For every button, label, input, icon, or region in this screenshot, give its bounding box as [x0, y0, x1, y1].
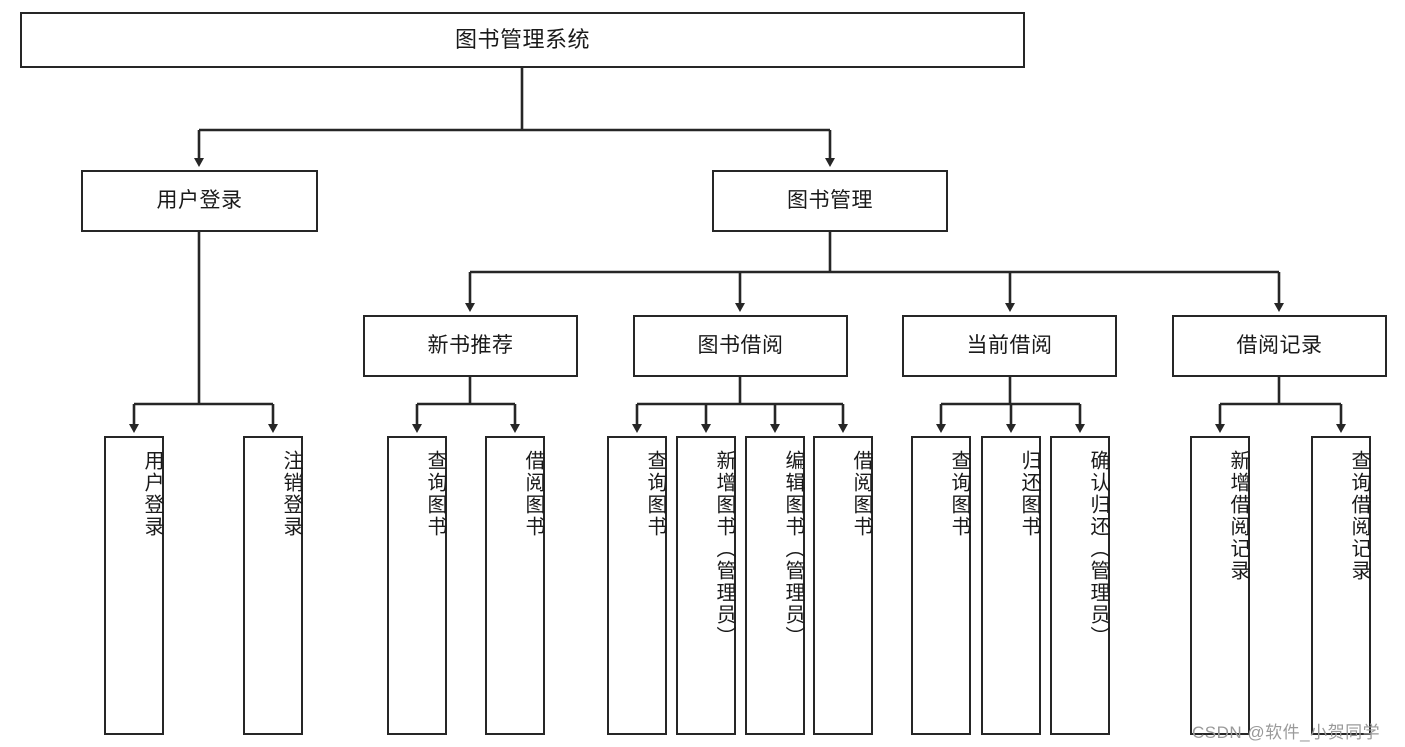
- node-label: 借阅记录: [1236, 334, 1323, 358]
- leaf-add-borrow-record[interactable]: 新增借阅记录: [1190, 436, 1250, 735]
- leaf-label: 查询图书: [644, 450, 666, 538]
- leaf-edit-book-admin[interactable]: 编辑图书（管理员）: [745, 436, 805, 735]
- node-book-borrow[interactable]: 图书借阅: [633, 315, 848, 377]
- leaf-add-book-admin[interactable]: 新增图书（管理员）: [676, 436, 736, 735]
- leaf-label: 新增借阅记录: [1227, 450, 1249, 582]
- node-user-login[interactable]: 用户登录: [81, 170, 318, 232]
- leaf-label: 新增图书（管理员）: [713, 450, 735, 648]
- leaf-label: 借阅图书: [522, 450, 544, 538]
- node-book-management[interactable]: 图书管理: [712, 170, 948, 232]
- node-current-borrow[interactable]: 当前借阅: [902, 315, 1117, 377]
- node-new-book-recommend[interactable]: 新书推荐: [363, 315, 578, 377]
- leaf-label: 借阅图书: [850, 450, 872, 538]
- leaf-label: 查询图书: [948, 450, 970, 538]
- node-label: 当前借阅: [966, 334, 1053, 358]
- leaf-query-borrow-record[interactable]: 查询借阅记录: [1311, 436, 1371, 735]
- leaf-query-book-borrow[interactable]: 查询图书: [607, 436, 667, 735]
- node-root[interactable]: 图书管理系统: [20, 12, 1025, 68]
- leaf-label: 查询借阅记录: [1348, 450, 1370, 582]
- node-label: 新书推荐: [427, 334, 514, 358]
- leaf-logout-login[interactable]: 注销登录: [243, 436, 303, 735]
- node-borrow-record[interactable]: 借阅记录: [1172, 315, 1387, 377]
- leaf-label: 查询图书: [424, 450, 446, 538]
- leaf-label: 注销登录: [280, 450, 302, 538]
- leaf-user-login[interactable]: 用户登录: [104, 436, 164, 735]
- node-label: 用户登录: [156, 189, 243, 213]
- node-label: 图书借阅: [697, 334, 784, 358]
- leaf-label: 编辑图书（管理员）: [782, 450, 804, 648]
- leaf-label: 确认归还（管理员）: [1087, 450, 1109, 648]
- leaf-label: 归还图书: [1018, 450, 1040, 538]
- watermark: CSDN @软件_小贺同学: [1192, 723, 1381, 742]
- leaf-query-book-current[interactable]: 查询图书: [911, 436, 971, 735]
- node-root-label: 图书管理系统: [454, 26, 590, 52]
- node-label: 图书管理: [787, 189, 873, 213]
- leaf-borrow-book-recommend[interactable]: 借阅图书: [485, 436, 545, 735]
- leaf-query-book-recommend[interactable]: 查询图书: [387, 436, 447, 735]
- leaf-confirm-return-admin[interactable]: 确认归还（管理员）: [1050, 436, 1110, 735]
- leaf-label: 用户登录: [141, 450, 163, 538]
- leaf-borrow-book[interactable]: 借阅图书: [813, 436, 873, 735]
- leaf-return-book[interactable]: 归还图书: [981, 436, 1041, 735]
